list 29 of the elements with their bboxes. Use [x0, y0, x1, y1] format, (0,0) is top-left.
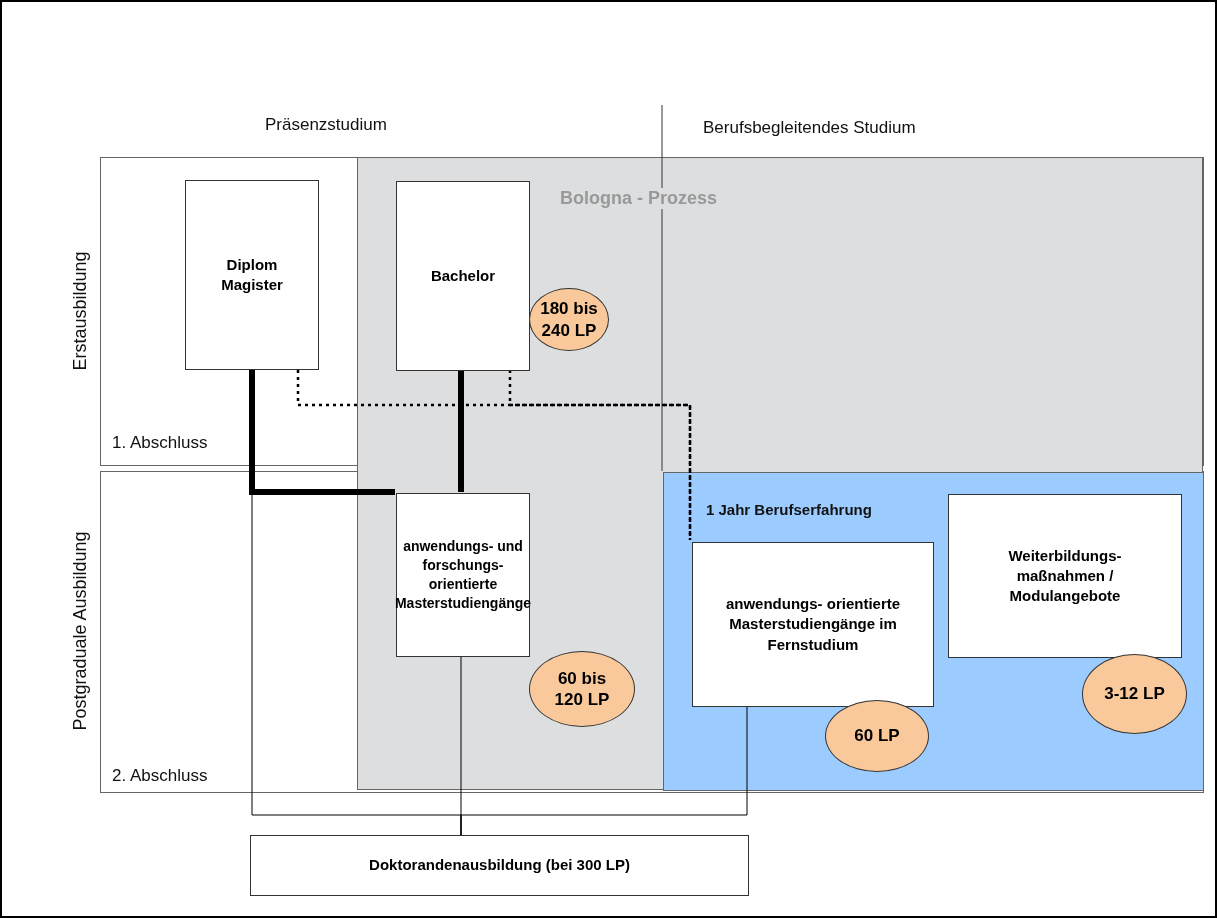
credit-label: 60 LP — [854, 725, 900, 747]
process-box — [396, 493, 530, 657]
row-heading: Erstausbildung — [69, 251, 91, 371]
credit-label: 60 bis 120 LP — [553, 667, 611, 711]
credit-label: 3-12 LP — [1104, 683, 1165, 705]
thick-connector — [458, 370, 464, 492]
row-note: 1. Abschluss — [112, 433, 208, 453]
box-label: Diplom Magister — [220, 254, 284, 295]
box-label: Bachelor — [430, 265, 496, 286]
column-heading: Präsenzstudium — [265, 115, 387, 135]
box-label: anwendungs- orientierte Masterstudiengänge im Fernstudium — [724, 594, 902, 655]
row-note: 2. Abschluss — [112, 766, 208, 786]
row-heading: Postgraduale Ausbildung — [69, 531, 91, 731]
process-box — [185, 180, 319, 370]
process-box — [396, 181, 530, 371]
box-label: Doktorandenausbildung (bei 300 LP) — [369, 855, 630, 876]
shaded-region — [663, 472, 1204, 791]
process-box — [692, 542, 934, 707]
region-title: Bologna - Prozess — [558, 188, 720, 209]
dotted-connector — [296, 370, 692, 540]
process-box — [948, 494, 1182, 658]
column-heading: Berufsbegleitendes Studium — [703, 118, 916, 138]
connector-line — [460, 704, 748, 836]
thick-connector — [249, 370, 395, 495]
credit-label: 180 bis 240 LP — [539, 298, 599, 341]
shaded-region — [357, 157, 1203, 790]
box-label: Weiterbildungs- maßnahmen / Modulangebote — [1007, 545, 1123, 607]
process-box — [250, 835, 749, 896]
region-title: 1 Jahr Berufserfahrung — [704, 501, 874, 518]
